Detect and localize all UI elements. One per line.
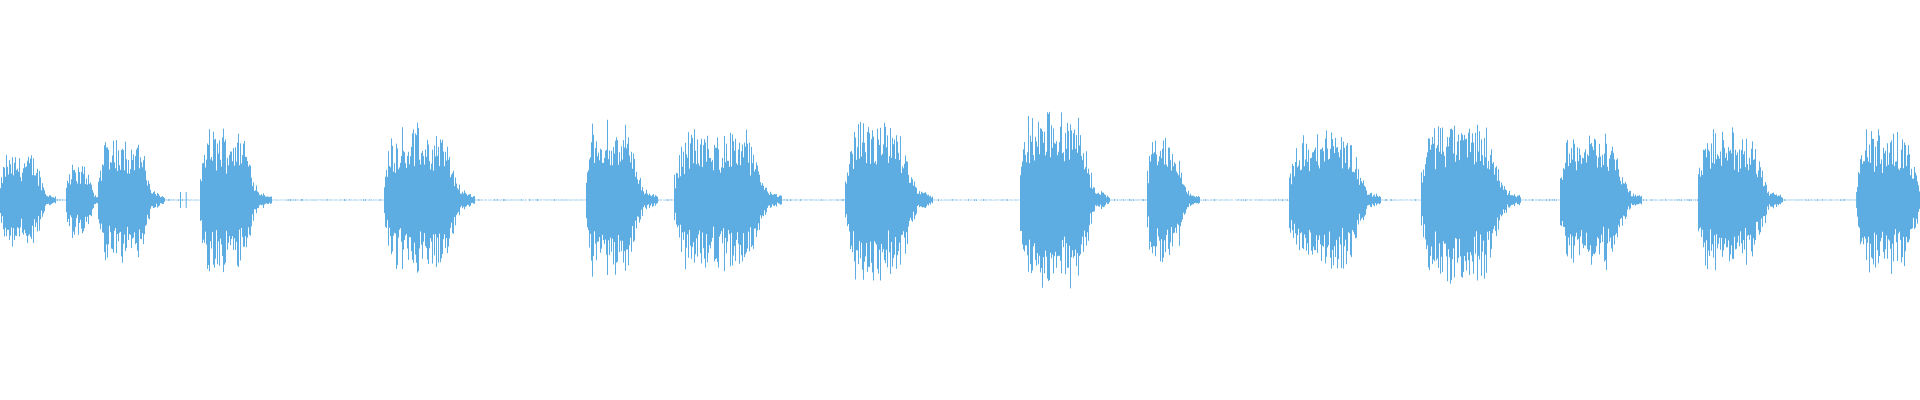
waveform-trace [0,111,1920,289]
waveform-path [0,111,1920,289]
